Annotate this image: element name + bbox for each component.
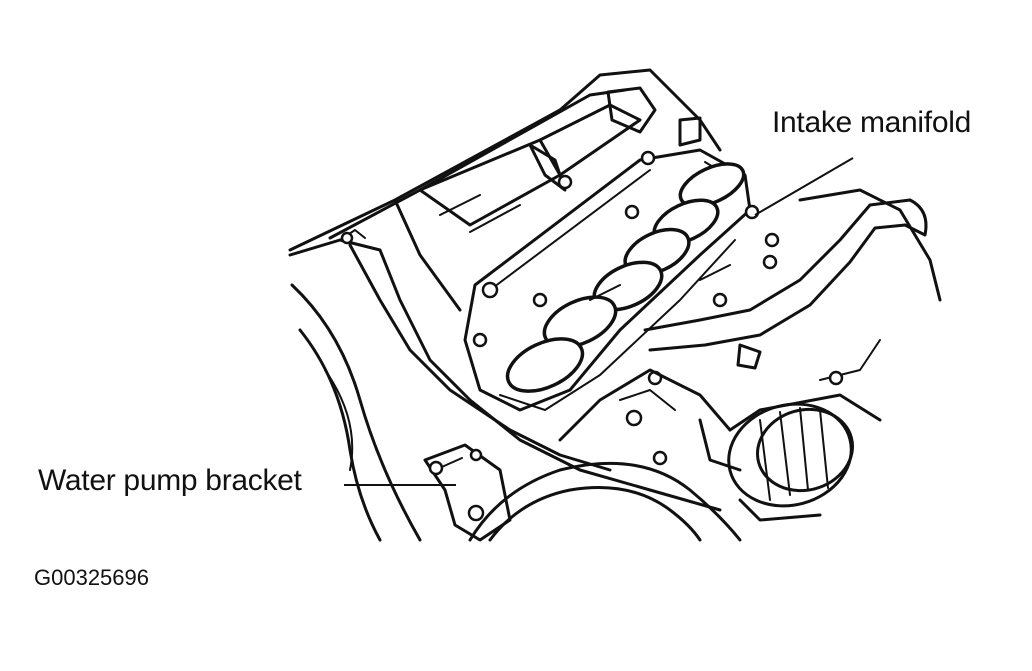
intake-manifold-leader	[754, 157, 854, 216]
timing-cover	[288, 229, 742, 542]
lower-engine-detail	[558, 264, 742, 472]
figure-id: G00325696	[34, 565, 149, 590]
intake-manifold-label: Intake manifold	[772, 106, 971, 139]
intake-manifold-gasket	[463, 148, 780, 466]
water-pump-bracket-part	[423, 443, 512, 542]
oil-filler-cap	[727, 393, 882, 522]
water-pump-bracket-label: Water pump bracket	[38, 464, 302, 497]
valve-cover	[288, 68, 722, 312]
coolant-pipe	[643, 188, 942, 386]
